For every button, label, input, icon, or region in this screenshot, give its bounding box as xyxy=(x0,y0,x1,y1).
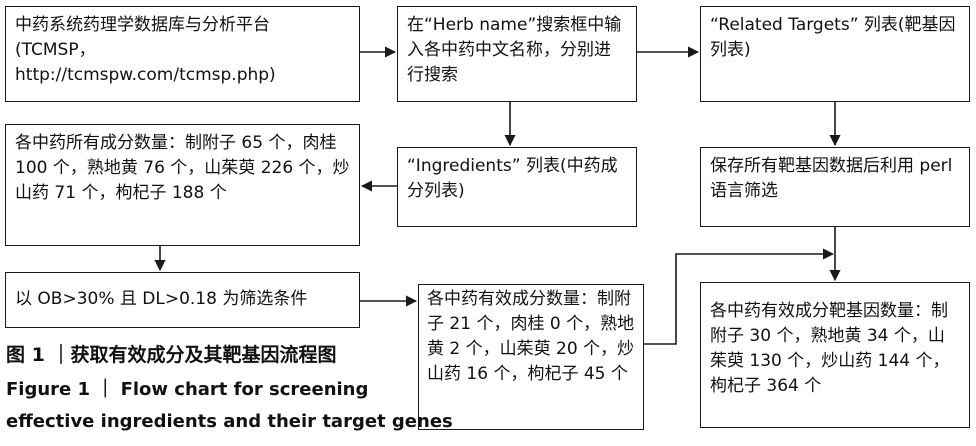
filter-criteria-box: 以 OB>30% 且 DL>0.18 为筛选条件 xyxy=(5,272,360,328)
ingredients-list-text: “Ingredients” 列表(中药成分列表) xyxy=(407,156,618,201)
ingredients-list-box: “Ingredients” 列表(中药成分列表) xyxy=(397,147,637,227)
effective-counts-box: 各中药有效成分数量：制附子 21 个，肉桂 0 个，熟地黄 2 个，山茱萸 20… xyxy=(418,284,644,430)
target-gene-counts-box: 各中药有效成分靶基因数量：制附子 30 个，熟地黄 34 个，山茱萸 130 个… xyxy=(700,282,970,428)
save-perl-box: 保存所有靶基因数据后利用 perl 语言筛选 xyxy=(700,147,970,227)
related-targets-text: “Related Targets” 列表(靶基因列表) xyxy=(710,15,956,60)
figure-caption-english-line2: effective ingredients and their target g… xyxy=(6,411,453,432)
ingredient-counts-text: 各中药所有成分数量：制附子 65 个，肉桂 100 个，熟地黄 76 个，山茱萸… xyxy=(15,133,350,203)
tcmsp-database-text: 中药系统药理学数据库与分析平台 (TCMSP，http://tcmspw.com… xyxy=(15,15,276,85)
filter-criteria-text: 以 OB>30% 且 DL>0.18 为筛选条件 xyxy=(15,289,308,309)
figure-caption-english-line1: Figure 1 ｜ Flow chart for screening xyxy=(6,379,369,400)
arrow-effective-counts-to-target-counts xyxy=(644,248,835,345)
related-targets-box: “Related Targets” 列表(靶基因列表) xyxy=(700,6,970,102)
save-perl-text: 保存所有靶基因数据后利用 perl 语言筛选 xyxy=(710,156,953,201)
effective-counts-text: 各中药有效成分数量：制附子 21 个，肉桂 0 个，熟地黄 2 个，山茱萸 20… xyxy=(427,289,635,384)
herb-search-text: 在“Herb name”搜索框中输入各中药中文名称，分别进行搜索 xyxy=(407,15,622,85)
figure-caption-chinese: 图 1 ｜获取有效成分及其靶基因流程图 xyxy=(6,344,337,366)
target-gene-counts-text: 各中药有效成分靶基因数量：制附子 30 个，熟地黄 34 个，山茱萸 130 个… xyxy=(710,301,950,396)
herb-search-box: 在“Herb name”搜索框中输入各中药中文名称，分别进行搜索 xyxy=(397,6,637,102)
ingredient-counts-box: 各中药所有成分数量：制附子 65 个，肉桂 100 个，熟地黄 76 个，山茱萸… xyxy=(5,124,360,246)
tcmsp-database-box: 中药系统药理学数据库与分析平台 (TCMSP，http://tcmspw.com… xyxy=(5,6,360,102)
